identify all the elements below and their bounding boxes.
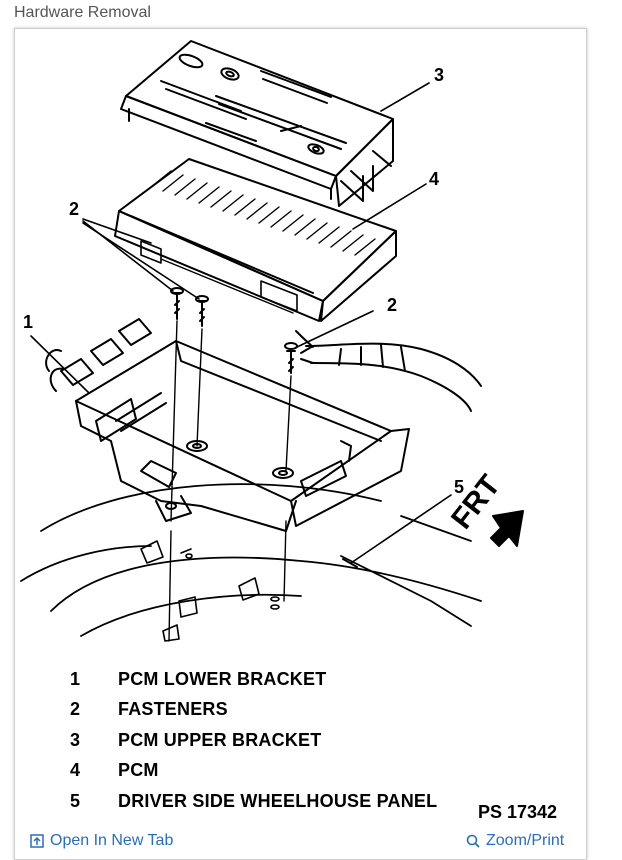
zoom-print-link[interactable]: Zoom/Print [466,832,564,850]
legend-row: 3 PCM UPPER BRACKET [70,725,490,756]
diagram-frame: 1 2 2 3 4 5 [14,28,587,860]
reference-code: PS 17342 [478,802,558,822]
legend-row: 4 PCM [70,756,490,787]
exploded-view-illustration [20,40,524,642]
fasteners [170,287,298,374]
legend-label: DRIVER SIDE WHEELHOUSE PANEL [118,790,438,811]
leader-lines [30,82,452,564]
legend-number: 3 [70,729,81,750]
callout-5: 5 [454,477,465,497]
page-title: Hardware Removal [14,4,151,21]
pcm-lower-bracket [75,340,410,532]
legend-number: 5 [70,790,81,811]
wiring-harness [295,330,482,412]
legend-label: PCM UPPER BRACKET [118,729,322,750]
legend-label: PCM LOWER BRACKET [118,668,327,689]
parts-legend: 1 PCM LOWER BRACKET 2 FASTENERS 3 PCM UP… [70,664,490,817]
mounting-clips [140,540,280,642]
callout-2-right: 2 [387,295,398,315]
connector-plugs [45,318,152,392]
open-in-new-tab-link[interactable]: Open In New Tab [30,832,173,850]
legend-label: PCM [118,760,159,781]
open-in-new-tab-label: Open In New Tab [50,832,174,849]
legend-row: 2 FASTENERS [70,695,490,726]
callout-1: 1 [23,312,34,332]
legend-number: 1 [70,668,81,689]
front-arrow-icon [490,510,524,547]
alignment-lines [168,320,292,642]
zoom-print-label: Zoom/Print [486,832,565,849]
legend-number: 4 [70,760,81,781]
callout-2-left: 2 [69,199,80,219]
callout-4: 4 [429,169,440,189]
pcm-module [114,158,397,322]
callout-3: 3 [434,65,445,85]
wheelhouse-mark [342,558,358,568]
vehicle-body-lines [20,483,482,637]
pcm-upper-bracket [120,40,394,207]
legend-label: FASTENERS [118,699,228,720]
legend-number: 2 [70,699,81,720]
legend-row: 1 PCM LOWER BRACKET [70,664,490,695]
legend-row: 5 DRIVER SIDE WHEELHOUSE PANEL [70,786,490,817]
